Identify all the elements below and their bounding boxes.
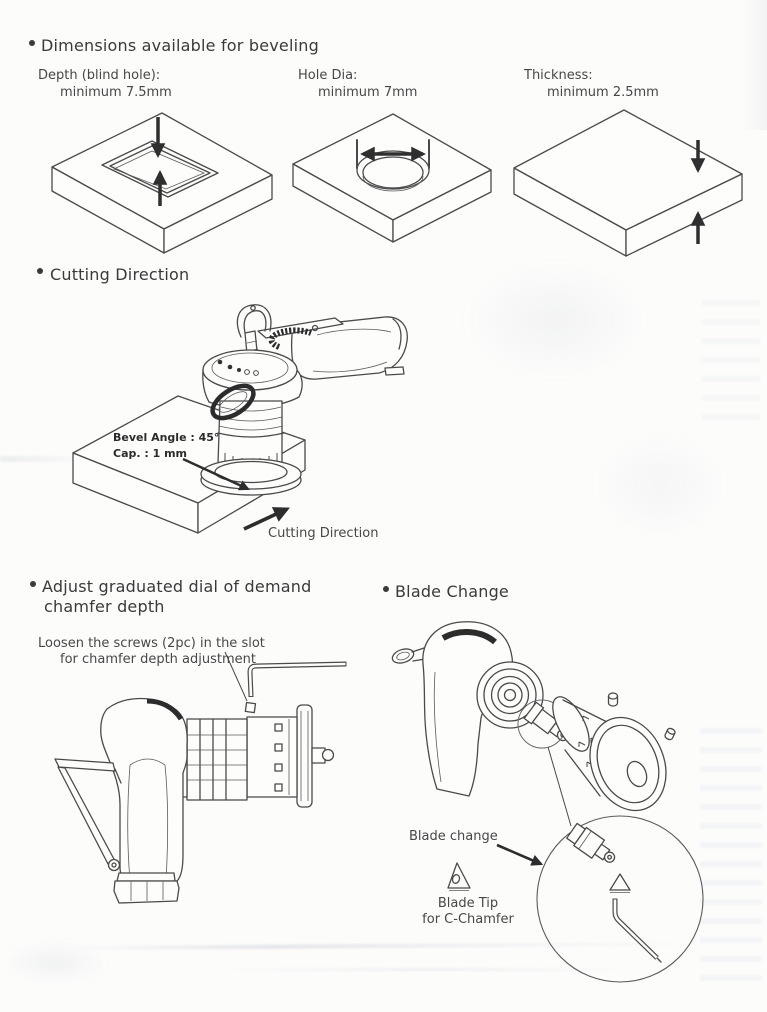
bearing-face	[476, 661, 544, 729]
detail-spindle	[566, 822, 616, 863]
note-pointer-line	[224, 651, 248, 702]
detail-blade-tip	[609, 873, 631, 891]
blade-change-arrow-icon	[496, 843, 544, 866]
lever-handle	[54, 758, 116, 772]
dial-flange	[296, 704, 313, 808]
cutting-direction-arrow-icon	[243, 507, 290, 531]
hole-dia-value: minimum 7mm	[318, 85, 418, 100]
hole-dia-plate-illustration	[292, 113, 492, 243]
adjust-note-line1: Loosen the screws (2pc) in the slot	[38, 636, 265, 651]
depth-value: minimum 7.5mm	[60, 85, 172, 100]
detail-wrench-icon	[612, 898, 662, 963]
tool-window	[210, 383, 256, 421]
thickness-value: minimum 2.5mm	[547, 85, 659, 100]
blade-change-illustration	[391, 621, 704, 983]
slot-screw	[244, 701, 257, 714]
dial-disc	[589, 716, 667, 812]
clutch-stack	[186, 718, 248, 801]
detail-circle	[536, 815, 704, 983]
bevel-angle-text: Bevel Angle : 45°	[113, 431, 220, 444]
adjust-dial-illustration	[54, 651, 347, 904]
bullet-icon	[29, 40, 35, 46]
blade-tip-label-line2: for C-Chamfer	[422, 912, 514, 927]
cutting-arrow-caption: Cutting Direction	[268, 526, 379, 541]
tool-shackle	[236, 304, 272, 338]
blind-hole-slot	[101, 140, 219, 198]
screw-icon	[607, 692, 619, 707]
hex-cap	[113, 880, 180, 904]
bevel-annotation-arrow-icon	[182, 457, 250, 491]
bevel-annotation: Bevel Angle : 45° Cap. : 1 mm	[113, 430, 219, 462]
blade-tip-label: Blade Tip for C-Chamfer	[412, 896, 524, 928]
cutting-section-title: Cutting Direction	[50, 265, 190, 284]
cutting-direction-illustration	[72, 304, 408, 534]
hex-wrench-icon	[247, 661, 347, 697]
capacity-text: Cap. : 1 mm	[113, 447, 188, 460]
depth-label: Depth (blind hole):	[38, 68, 161, 83]
graduated-drum	[246, 716, 298, 798]
scan-artifact	[0, 935, 130, 990]
adjust-section-title-line1: Adjust graduated dial of demand	[42, 577, 312, 596]
dimensions-section-title: Dimensions available for beveling	[41, 36, 319, 55]
blade-tip-label-line1: Blade Tip	[437, 896, 499, 911]
bullet-icon	[383, 586, 389, 592]
thickness-label: Thickness:	[524, 68, 593, 83]
bullet-icon	[30, 581, 36, 587]
hanger-ring	[391, 648, 415, 664]
bullet-icon	[37, 268, 43, 274]
blade-section-title: Blade Change	[395, 582, 509, 601]
screw-icon	[664, 727, 676, 741]
blade-tip-icon	[447, 862, 471, 891]
tool-body-side	[100, 697, 188, 882]
adjust-note-line2: for chamfer depth adjustment	[60, 652, 256, 667]
hole-dia-label: Hole Dia:	[298, 68, 358, 83]
depth-plate-illustration	[51, 112, 273, 254]
scan-artifact	[702, 300, 760, 420]
thickness-plate-illustration	[513, 109, 743, 257]
blade-change-pointer-label: Blade change	[409, 829, 498, 844]
tool-top-cap	[202, 349, 298, 391]
adjust-section-title-line2: chamfer depth	[44, 597, 165, 616]
scan-artifact	[560, 410, 760, 560]
gear-icon	[268, 327, 313, 350]
tool-motor-housing	[290, 316, 408, 380]
